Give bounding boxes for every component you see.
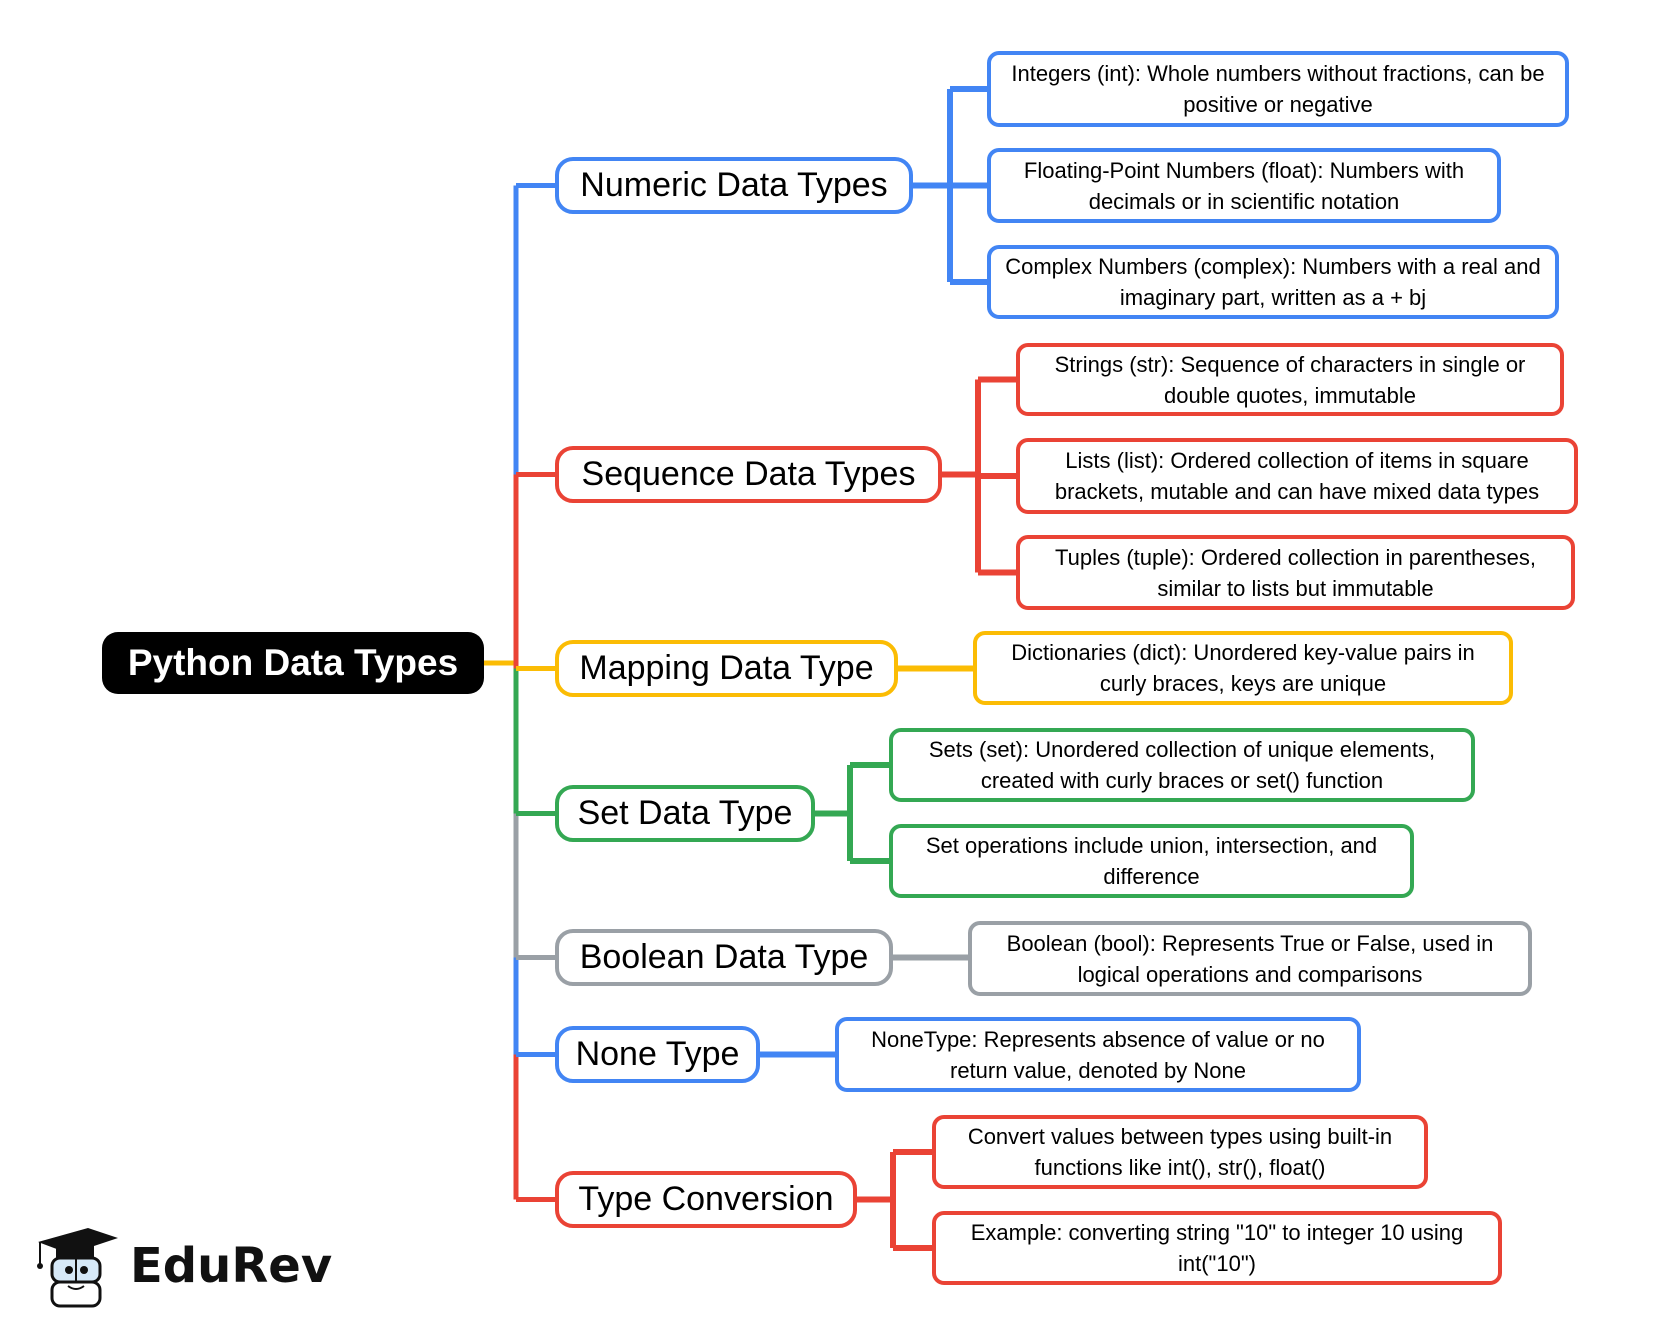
leaf-dictionaries: Dictionaries (dict): Unordered key-value… [973,631,1513,705]
root-node: Python Data Types [102,632,484,694]
category-none-type: None Type [555,1026,760,1083]
leaf-text: Dictionaries (dict): Unordered key-value… [1011,640,1475,696]
leaf-text: NoneType: Represents absence of value or… [871,1026,1325,1083]
leaf-text: Set operations include union, intersecti… [925,833,1378,889]
edurev-logo-icon [37,1228,118,1308]
category-boolean-data-type: Boolean Data Type [555,929,893,986]
category-label: Numeric Data Types [580,166,888,204]
leaf-text: Convert values between types using built… [967,1124,1393,1180]
category-numeric-data-types: Numeric Data Types [555,157,913,214]
leaf-lists: Lists (list): Ordered collection of item… [1016,438,1578,514]
leaf-text: Strings (str): Sequence of characters in… [1054,351,1526,408]
leaf-floats: Floating-Point Numbers (float): Numbers … [987,148,1501,223]
category-label: Mapping Data Type [579,649,874,687]
leaf-tuples: Tuples (tuple): Ordered collection in pa… [1016,535,1575,610]
leaf-integers: Integers (int): Whole numbers without fr… [987,51,1569,127]
category-label: None Type [575,1035,740,1073]
category-set-data-type: Set Data Type [555,785,815,842]
edurev-brand-text: EduRev [130,1238,333,1294]
leaf-boolean: Boolean (bool): Represents True or False… [968,921,1532,996]
category-sequence-data-types: Sequence Data Types [555,446,942,503]
leaf-text: Lists (list): Ordered collection of item… [1054,448,1540,504]
leaf-set-operations: Set operations include union, intersecti… [889,824,1414,898]
leaf-nonetype: NoneType: Represents absence of value or… [835,1017,1361,1092]
leaf-sets: Sets (set): Unordered collection of uniq… [889,728,1475,802]
category-label: Sequence Data Types [581,455,916,493]
category-label: Set Data Type [577,794,793,832]
leaf-text: Example: converting string "10" to integ… [970,1220,1464,1276]
category-label: Type Conversion [578,1180,834,1218]
leaf-convert-values: Convert values between types using built… [932,1115,1428,1189]
category-mapping-data-type: Mapping Data Type [555,640,898,697]
root-label: Python Data Types [127,642,459,683]
leaf-text: Tuples (tuple): Ordered collection in pa… [1055,544,1536,601]
leaf-text: Floating-Point Numbers (float): Numbers … [1023,157,1465,214]
leaf-complex: Complex Numbers (complex): Numbers with … [987,245,1559,319]
leaf-conversion-example: Example: converting string "10" to integ… [932,1211,1502,1285]
leaf-text: Complex Numbers (complex): Numbers with … [1005,254,1541,310]
leaf-strings: Strings (str): Sequence of characters in… [1016,343,1564,416]
category-type-conversion: Type Conversion [555,1171,857,1228]
leaf-text: Sets (set): Unordered collection of uniq… [928,737,1436,793]
leaf-text: Integers (int): Whole numbers without fr… [1011,61,1545,117]
leaf-text: Boolean (bool): Represents True or False… [1006,930,1494,987]
category-label: Boolean Data Type [579,938,869,976]
